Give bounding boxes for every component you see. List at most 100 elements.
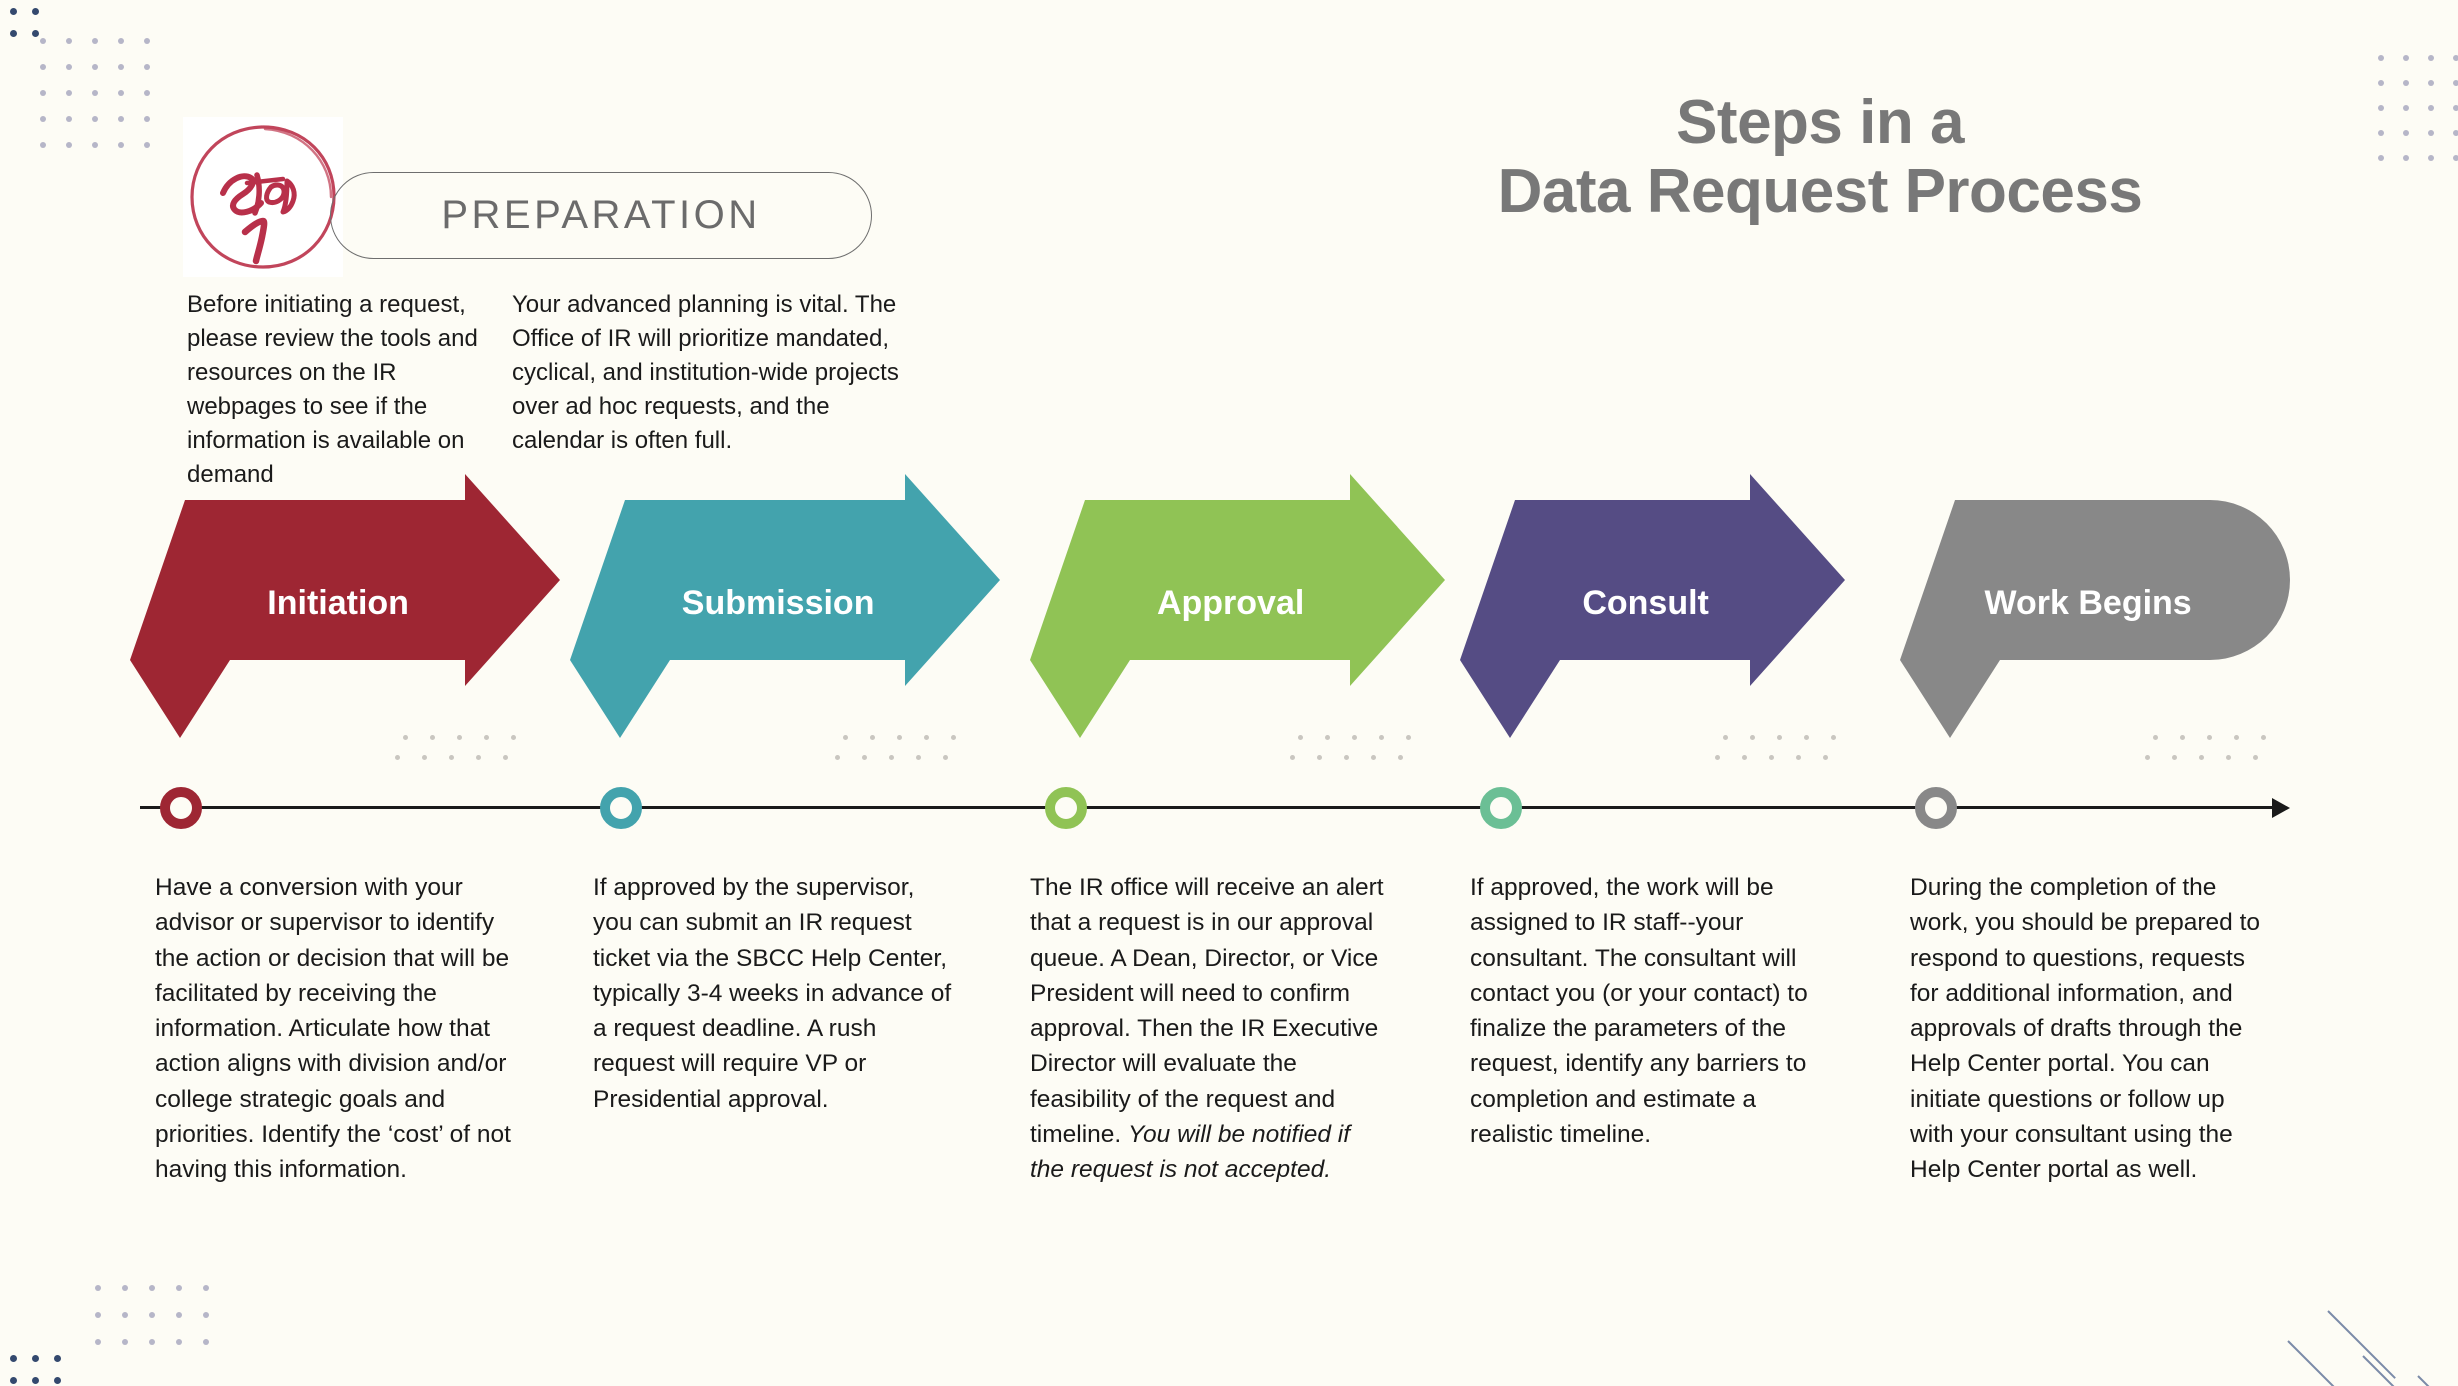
- decorative-dot: [1398, 755, 1403, 760]
- decorative-dot: [2453, 155, 2458, 161]
- decorative-dot: [2428, 130, 2434, 136]
- decorative-dot: [92, 90, 98, 96]
- decorative-dot: [10, 8, 17, 15]
- decorative-filler-dots: [1290, 735, 1420, 765]
- decorative-dot: [1371, 755, 1376, 760]
- decorative-dot: [92, 116, 98, 122]
- decorative-dot: [484, 735, 489, 740]
- process-arrow-work-begins[interactable]: Work Begins: [1900, 500, 2290, 738]
- decorative-diagonal-line: [2417, 1375, 2458, 1386]
- decorative-dot: [66, 116, 72, 122]
- decorative-dot-grid-bottom-left: [95, 1285, 225, 1386]
- decorative-dot: [897, 735, 902, 740]
- decorative-dot: [1317, 755, 1322, 760]
- decorative-dot: [2145, 755, 2150, 760]
- decorative-dot: [2207, 735, 2212, 740]
- decorative-dot: [1406, 735, 1411, 740]
- page-title-line-2: Data Request Process: [1497, 157, 2143, 227]
- decorative-dot: [1804, 735, 1809, 740]
- decorative-dot: [54, 1355, 61, 1362]
- decorative-dot: [2403, 130, 2409, 136]
- decorative-dot: [118, 142, 124, 148]
- decorative-dot: [66, 38, 72, 44]
- decorative-dot: [32, 8, 39, 15]
- decorative-dot: [870, 735, 875, 740]
- decorative-dot: [2261, 735, 2266, 740]
- decorative-diagonal-lines-bottom-right: [2268, 1280, 2458, 1386]
- decorative-dot: [924, 735, 929, 740]
- decorative-dot: [1325, 735, 1330, 740]
- decorative-dot: [916, 755, 921, 760]
- decorative-diagonal-line: [2327, 1310, 2396, 1379]
- decorative-dot: [2428, 80, 2434, 86]
- decorative-dot: [2428, 105, 2434, 111]
- decorative-dot: [176, 1285, 182, 1291]
- decorative-dot: [2172, 755, 2177, 760]
- decorative-dot: [203, 1339, 209, 1345]
- decorative-dot: [457, 735, 462, 740]
- decorative-dot: [203, 1285, 209, 1291]
- timeline-node-consult[interactable]: [1480, 787, 1522, 829]
- decorative-dot: [2378, 105, 2384, 111]
- decorative-dot: [95, 1312, 101, 1318]
- arrow-body: [1030, 474, 1445, 686]
- preparation-label: PREPARATION: [441, 193, 761, 237]
- decorative-dot: [92, 64, 98, 70]
- decorative-dot: [149, 1285, 155, 1291]
- process-arrow-approval[interactable]: Approval: [1030, 474, 1445, 738]
- decorative-dot: [889, 755, 894, 760]
- timeline-axis: [140, 806, 2279, 809]
- description-text: If approved, the work will be assigned t…: [1470, 874, 1808, 1148]
- process-arrow-initiation[interactable]: Initiation: [130, 474, 560, 738]
- decorative-dot: [449, 755, 454, 760]
- timeline-node-work-begins[interactable]: [1915, 787, 1957, 829]
- decorative-filler-dots: [1715, 735, 1845, 765]
- preparation-text-0: Before initiating a request, please revi…: [187, 291, 478, 489]
- decorative-filler-dots: [2145, 735, 2275, 765]
- decorative-dot: [40, 116, 46, 122]
- description-text-emphasis: You will be notified if the request is n…: [1030, 1120, 1351, 1184]
- decorative-dot: [122, 1285, 128, 1291]
- decorative-dot: [1823, 755, 1828, 760]
- decorative-dot: [1290, 755, 1295, 760]
- preparation-pill[interactable]: PREPARATION: [330, 172, 872, 259]
- decorative-dot-cluster-bottom-left: [10, 1355, 80, 1386]
- decorative-dot: [144, 38, 150, 44]
- decorative-dot: [1831, 735, 1836, 740]
- step-description-work-begins: During the completion of the work, you s…: [1910, 870, 2270, 1187]
- step-description-approval: The IR office will receive an alert that…: [1030, 870, 1390, 1187]
- timeline-node-initiation[interactable]: [160, 787, 202, 829]
- decorative-dot: [95, 1339, 101, 1345]
- decorative-dot: [40, 142, 46, 148]
- decorative-dot: [118, 90, 124, 96]
- decorative-dot: [95, 1285, 101, 1291]
- decorative-dot: [149, 1312, 155, 1318]
- decorative-dot-grid-top-left: [40, 38, 170, 168]
- decorative-dot: [1723, 735, 1728, 740]
- decorative-dot: [2428, 55, 2434, 61]
- arrow-body: [570, 474, 1000, 686]
- timeline-node-submission[interactable]: [600, 787, 642, 829]
- decorative-dot: [2180, 735, 2185, 740]
- process-arrow-consult[interactable]: Consult: [1460, 474, 1845, 738]
- decorative-dot: [144, 90, 150, 96]
- decorative-dot: [2453, 105, 2458, 111]
- decorative-dot: [2403, 55, 2409, 61]
- decorative-dot: [1769, 755, 1774, 760]
- arrow-down-pointer: [130, 660, 230, 738]
- decorative-dot: [122, 1339, 128, 1345]
- decorative-dot: [176, 1339, 182, 1345]
- decorative-dot: [1777, 735, 1782, 740]
- timeline-node-approval[interactable]: [1045, 787, 1087, 829]
- process-arrow-submission[interactable]: Submission: [570, 474, 1000, 738]
- decorative-dot: [843, 735, 848, 740]
- decorative-dot: [92, 142, 98, 148]
- decorative-dot: [2403, 80, 2409, 86]
- step-description-submission: If approved by the supervisor, you can s…: [593, 870, 953, 1117]
- arrow-down-pointer: [1460, 660, 1560, 738]
- decorative-dot: [40, 90, 46, 96]
- arrow-body: [1460, 474, 1845, 686]
- decorative-dot-cluster-top-left: [10, 8, 50, 48]
- decorative-dot: [511, 735, 516, 740]
